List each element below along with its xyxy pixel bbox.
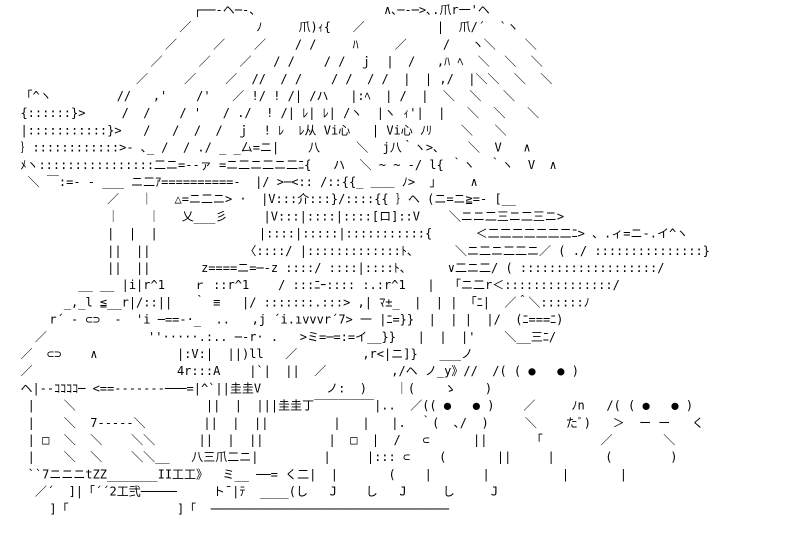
ascii-art-line: ]「 ]「 ───────────────────────────────── xyxy=(6,502,450,516)
ascii-art-line: ／ ／ ／ // / / / / / / | | ,/ |＼＼ ＼ ＼ xyxy=(6,72,552,86)
ascii-art-line: {::::::}> / / / ' / ./ ! /| ﾚ| ﾚ| /ヽ |ヽ … xyxy=(6,106,554,120)
ascii-art-line: | ＼ 7-----＼ || | || | | |. ｀( ､/ ) ＼ たﾞ)… xyxy=(6,414,704,430)
ascii-art-line: ＼ ￣:=‐ ‐ ___ ニ二ｱ==========- |/ >─<:: /::… xyxy=(6,175,478,189)
ascii-art-line: 「^ヽ // ,' /' ／ !/ ! /| /ハ |:ﾍ | / | ＼ ＼ … xyxy=(6,89,515,103)
ascii-art-line: ヘ|--ｺｺｺｺ─ <==-------───=|^`||圭圭V ノ: ) ｜(… xyxy=(6,381,492,395)
ascii-art-line: ／ ／ ／ / / / / ｊ | / ,ﾊ ﾍ ＼ ＼ ＼ xyxy=(6,55,543,69)
ascii-art-line: r´ - ⊂⊃ - 'i ─==-·_ .. ,j ´i.ıvvvr´7> 一 … xyxy=(6,313,563,327)
ascii-art-line: _,_l ≦__r|/::|| ｀ ≡ |/ :::::::.:::> ,| ﾏ… xyxy=(6,293,590,309)
ascii-art-line: | ＼ || | |||圭圭丁￣￣￣￣￣|.. ／(( ● ● ) ／ ﾉn /… xyxy=(6,399,693,413)
ascii-art-line: ／´ ]|「´´2工弐───── ト¯|ﾃ ____(し J し J し J xyxy=(6,485,498,499)
ascii-art-line: | ＼ ＼ ＼＼__ 八三爪二ニ| | |::: ⊂ ( || | ( ) xyxy=(6,450,678,464)
ascii-art-line: || || 〈::::/ |:::::::::::::ﾄ、 ＼ニ二ニ二二ニ／ (… xyxy=(6,244,710,258)
ascii-art-line: ┌──-ヘ─-、 ∧､─-─>､.爪r一'ヘ xyxy=(6,3,490,17)
ascii-art-line: __ __ |i|r^1 ｒ ::r^1 / :::ﾆｰ:::: :.:r^1 … xyxy=(6,278,620,292)
ascii-art-line: ﾒヽ::::::::::::::::二ニ=‐‐ァ =ニ二ニ二ニ二ﾆ{ ハ ＼ ~… xyxy=(6,156,557,172)
ascii-art-line: ／ ''·····.:.. ─-r· . >ミ=─=:=イ__}} | | |'… xyxy=(6,330,556,344)
ascii-art-line: | | | |::::|:::::|:::::::::::{ ＜二二二二二二二ﾆ… xyxy=(6,227,688,241)
ascii-art-line: ／ ／ ／ / / ﾊ ／ / ヽ＼ ＼ xyxy=(6,37,537,51)
ascii-art-line: ｜ ｜ 乂___彡 |V:::|::::|::::[ロ]::V ＼ニニ二三ニ二三… xyxy=(6,209,564,223)
ascii-art-line: | □ ＼ ＼ ＼＼ || | || | □ | / ⊂ || 「 ／ ＼ xyxy=(6,433,675,447)
ascii-art-line: ／ ⊂⊃ ∧ |:V:| ||)ll ／ ,r<|ニ]} ___ノ xyxy=(6,347,473,361)
ascii-art-line: ／ ﾉ 爪)ｨ{ ／ | 爪/´ `ヽ xyxy=(6,20,519,34)
ascii-art-line: ／ ｜ △=ニ二ニ> · |V:::介:::}/::::{{ ｝ヘ (ニ=ニ≧=… xyxy=(6,192,517,206)
ascii-art-line: ``7ニニニtZZ_______II工工》 ミ__ ──= く二| | ( | … xyxy=(6,467,627,481)
ascii-art-line: ｝::::::::::::>‐ ､_ / / ./ _ _厶=ニ| 八 ＼ j八… xyxy=(6,139,531,155)
ascii-art-line: || || z====ニ=─-z ::::/ ::::|::::ﾄ、 ∨二ニ二/… xyxy=(6,261,664,275)
ascii-art-line: ／ 4r:::A |`| || ／ ,/ヘ ノ_y》// /( ( ● ● ) xyxy=(6,364,579,378)
ascii-art-line: |:::::::::::}> / / / / ｊ ! ﾚ ﾚ从 Vi心 | Vi… xyxy=(6,123,507,137)
